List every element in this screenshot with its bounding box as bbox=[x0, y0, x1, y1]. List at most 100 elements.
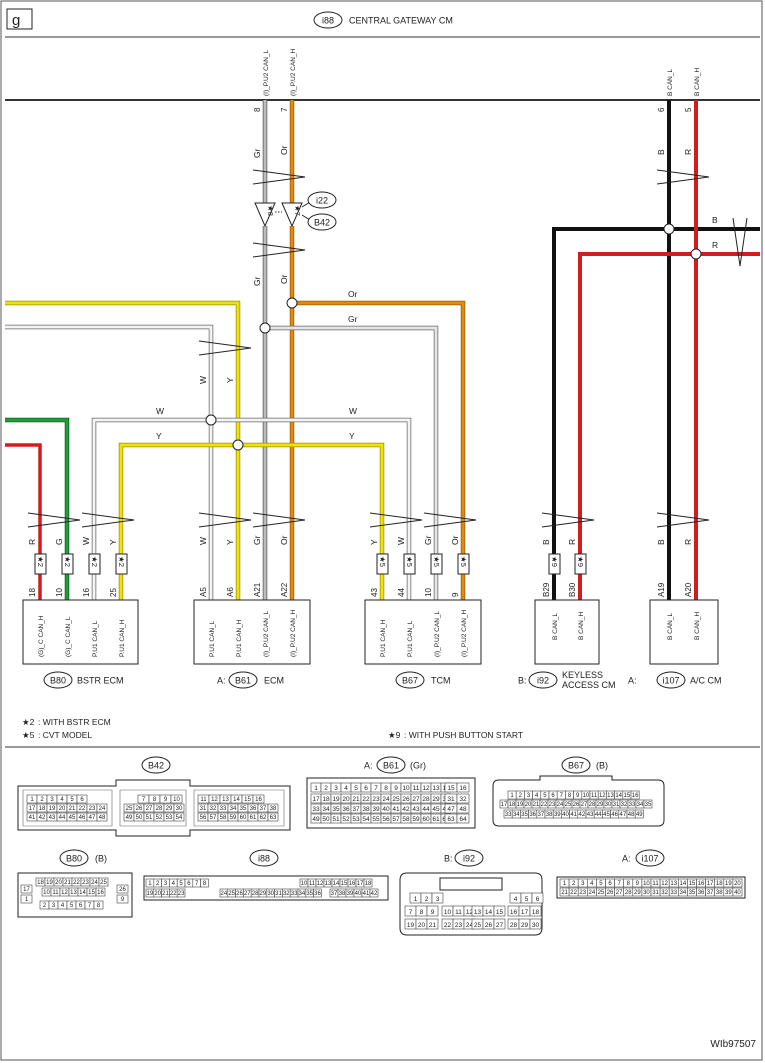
tcm-pin-3: 10 bbox=[424, 588, 433, 597]
label-gr-h: Gr bbox=[348, 314, 358, 324]
pin-number: 35 bbox=[645, 802, 652, 808]
pin-number: 22 bbox=[444, 922, 452, 929]
pin-number: 59 bbox=[230, 815, 237, 821]
pin-number: 27 bbox=[412, 796, 420, 803]
pin-number: 7 bbox=[142, 797, 146, 803]
gw-pin-num-8: 8 bbox=[253, 107, 262, 112]
pin-number: 15 bbox=[447, 785, 455, 792]
pin-number: 35 bbox=[521, 812, 528, 818]
keyless-sig-2: B CAN_H bbox=[578, 612, 585, 640]
ecu-tcm: Y W Gr Or ★5 ★5 ★5 ★5 43 44 10 9 P.U1 CA… bbox=[364, 535, 482, 689]
pin-number: 24 bbox=[382, 796, 390, 803]
tcm-sig-2: P.U1 CAN_L bbox=[407, 620, 414, 657]
connector-view-b61: A: B61 (Gr) 1234567891011121314171819202… bbox=[306, 756, 476, 829]
pin-number: 13 bbox=[70, 890, 77, 896]
pin-number: 30 bbox=[643, 890, 650, 896]
pin-number: 13 bbox=[325, 881, 332, 887]
pin-number: 21 bbox=[162, 891, 169, 897]
pin-number: 34 bbox=[680, 890, 687, 896]
pin-number: 22 bbox=[79, 806, 86, 812]
pin-number: 11 bbox=[591, 793, 598, 799]
pin-number: 60 bbox=[422, 816, 430, 823]
pin-number: 11 bbox=[652, 881, 659, 887]
pin-number: 23 bbox=[82, 880, 89, 886]
pin-number: 57 bbox=[392, 816, 400, 823]
ac-wire-1: B bbox=[656, 539, 666, 545]
pin-number: 1 bbox=[563, 881, 567, 887]
pin-number: 31 bbox=[275, 891, 282, 897]
pin-number: 19 bbox=[147, 891, 154, 897]
bstr-wire-3: W bbox=[81, 537, 91, 545]
pin-number: 7 bbox=[195, 881, 199, 887]
pin-number: 13 bbox=[607, 793, 614, 799]
pin-cell bbox=[529, 905, 542, 917]
label-gr-1: Gr bbox=[252, 148, 262, 158]
pin-number: 35 bbox=[240, 806, 247, 812]
ecm-pin-2: A6 bbox=[226, 587, 235, 597]
pin-number: 15 bbox=[88, 890, 95, 896]
pin-number: 9 bbox=[576, 793, 580, 799]
pin-number: 23 bbox=[178, 891, 185, 897]
pin-cell bbox=[313, 888, 322, 898]
pin-number: 9 bbox=[431, 909, 435, 916]
bstr-wire-1: R bbox=[27, 539, 37, 545]
pin-number: 21 bbox=[69, 806, 76, 812]
pin-number: 20 bbox=[342, 796, 350, 803]
label-w-vert: W bbox=[198, 376, 208, 384]
ecm-sig-1: P.U1 CAN_L bbox=[209, 620, 216, 657]
tcm-connector: B67 bbox=[402, 676, 418, 686]
pin-number: 45 bbox=[432, 806, 440, 813]
pin-number: 36 bbox=[250, 806, 257, 812]
pin-number: 8 bbox=[384, 785, 388, 792]
ecu-keyless: B R ★9 ★9 B29 B30 B CAN_L B CAN_H B: i92… bbox=[518, 539, 616, 690]
pin-number: 44 bbox=[59, 815, 66, 821]
wire-y-main bbox=[5, 300, 241, 600]
pin-number: 53 bbox=[166, 815, 173, 821]
pin-number: 37 bbox=[538, 812, 545, 818]
pin-number: 33 bbox=[629, 802, 636, 808]
pin-number: 13 bbox=[222, 797, 229, 803]
pin-cell bbox=[200, 878, 209, 888]
wire-w-main bbox=[5, 324, 214, 600]
pin-cell bbox=[426, 918, 439, 930]
pin-number: 41 bbox=[570, 812, 577, 818]
pin-number: 28 bbox=[625, 890, 632, 896]
ac-sig-2: B CAN_H bbox=[694, 612, 701, 640]
pin-number: 25 bbox=[392, 796, 400, 803]
pin-number: 3 bbox=[581, 881, 585, 887]
pin-cell bbox=[252, 794, 265, 804]
pin-number: 25 bbox=[100, 880, 107, 886]
pin-number: 18 bbox=[716, 881, 723, 887]
pin-cell bbox=[630, 790, 640, 800]
pin-number: 38 bbox=[716, 890, 723, 896]
pin-number: 52 bbox=[156, 815, 163, 821]
tcm-wire-1: Y bbox=[369, 539, 379, 545]
pin-cell bbox=[493, 905, 506, 917]
pin-number: 41 bbox=[29, 815, 36, 821]
gateway-title: CENTRAL GATEWAY CM bbox=[349, 16, 453, 26]
ac-name: A/C CM bbox=[690, 676, 722, 686]
tcm-pin-4: 9 bbox=[451, 592, 460, 597]
pin-number: 40 bbox=[382, 806, 390, 813]
pin-number: 31 bbox=[200, 806, 207, 812]
tcm-star-4: ★5 bbox=[459, 556, 468, 567]
bstr-pin-2: 10 bbox=[55, 588, 64, 597]
pin-number: 1 bbox=[314, 785, 318, 792]
pin-cell bbox=[531, 892, 544, 904]
pin-number: 39 bbox=[372, 806, 380, 813]
pin-number: 15 bbox=[244, 797, 251, 803]
ac-pin-1: A19 bbox=[657, 582, 666, 597]
pin-number: 29 bbox=[432, 796, 440, 803]
pin-cell bbox=[732, 887, 743, 897]
pin-number: 42 bbox=[39, 815, 46, 821]
pin-number: 39 bbox=[725, 890, 732, 896]
ecm-wire-4: Or bbox=[279, 535, 289, 545]
ecu-ac: B R A19 A20 B CAN_L B CAN_H A: i107 A/C … bbox=[628, 539, 722, 689]
pin-number: 3 bbox=[50, 797, 54, 803]
pin-number: 34 bbox=[299, 891, 306, 897]
pin-number: 51 bbox=[146, 815, 153, 821]
page-letter: g bbox=[12, 12, 20, 29]
pin-number: 9 bbox=[164, 797, 168, 803]
